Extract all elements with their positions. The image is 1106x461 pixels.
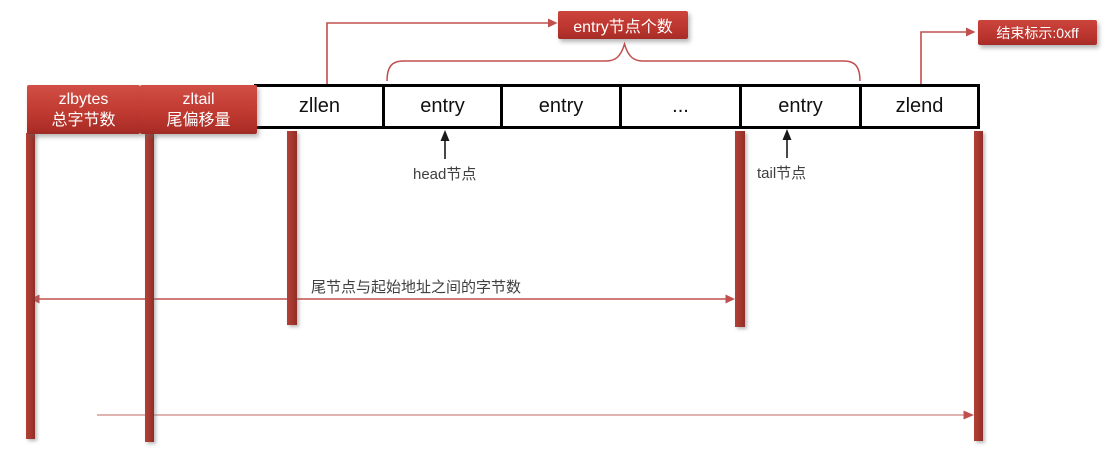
callout-entry-count-label: entry节点个数 (573, 19, 673, 36)
cell-zltail-sublabel: 尾偏移量 (166, 111, 231, 129)
callout-end-marker-label: 结束标示:0xff (996, 24, 1079, 41)
zllen-start-bar (287, 131, 297, 325)
total-bytes-arrow (97, 410, 974, 420)
tail-entry-start-bar (735, 131, 745, 327)
cell-zltail-label: zltail (182, 90, 215, 108)
cell-zlbytes-label: zlbytes (58, 90, 109, 108)
cell-zllen: zllen (254, 84, 385, 129)
arrowhead-up-icon (440, 130, 450, 141)
callout-end-marker: 结束标示:0xff (978, 20, 1097, 45)
arrowhead-right-icon (966, 27, 976, 37)
zllen-to-entry-count-connector (326, 18, 558, 84)
cell-entry-2: entry (500, 84, 622, 129)
cell-zllen-label: zllen (298, 95, 341, 117)
annotation-tail-offset: 尾节点与起始地址之间的字节数 (311, 279, 522, 296)
cell-zltail: zltail 尾偏移量 (140, 85, 257, 134)
zltail-start-bar (145, 133, 154, 442)
cell-zlend: zlend (859, 84, 980, 129)
cell-zlend-label: zlend (895, 95, 944, 117)
cell-entry-tail: entry (739, 84, 862, 129)
arrowhead-right-icon (548, 18, 558, 28)
cell-entry-tail-label: entry (778, 95, 823, 117)
cell-entry-head-label: entry (420, 95, 465, 117)
zlbytes-start-bar (26, 133, 35, 439)
arrowhead-right-icon (963, 410, 974, 420)
tail-node-arrow (782, 129, 792, 158)
arrowhead-up-icon (782, 129, 792, 140)
zlend-end-bar (974, 131, 983, 441)
arrowhead-right-icon (725, 294, 735, 304)
cell-ellipsis: ... (619, 84, 742, 129)
zlend-to-end-marker-connector (920, 27, 976, 87)
annotation-tail-node: tail节点 (757, 165, 807, 182)
cell-entry-2-label: entry (538, 95, 584, 117)
cell-zlbytes-sublabel: 总字节数 (51, 111, 116, 129)
head-node-arrow (440, 130, 450, 159)
callout-entry-count: entry节点个数 (558, 11, 688, 39)
annotation-head-node: head节点 (413, 166, 477, 183)
cell-zlbytes: zlbytes 总字节数 (27, 85, 140, 134)
entry-count-brace (386, 41, 861, 82)
cell-entry-head: entry (382, 84, 503, 129)
cell-ellipsis-label: ... (672, 95, 689, 117)
